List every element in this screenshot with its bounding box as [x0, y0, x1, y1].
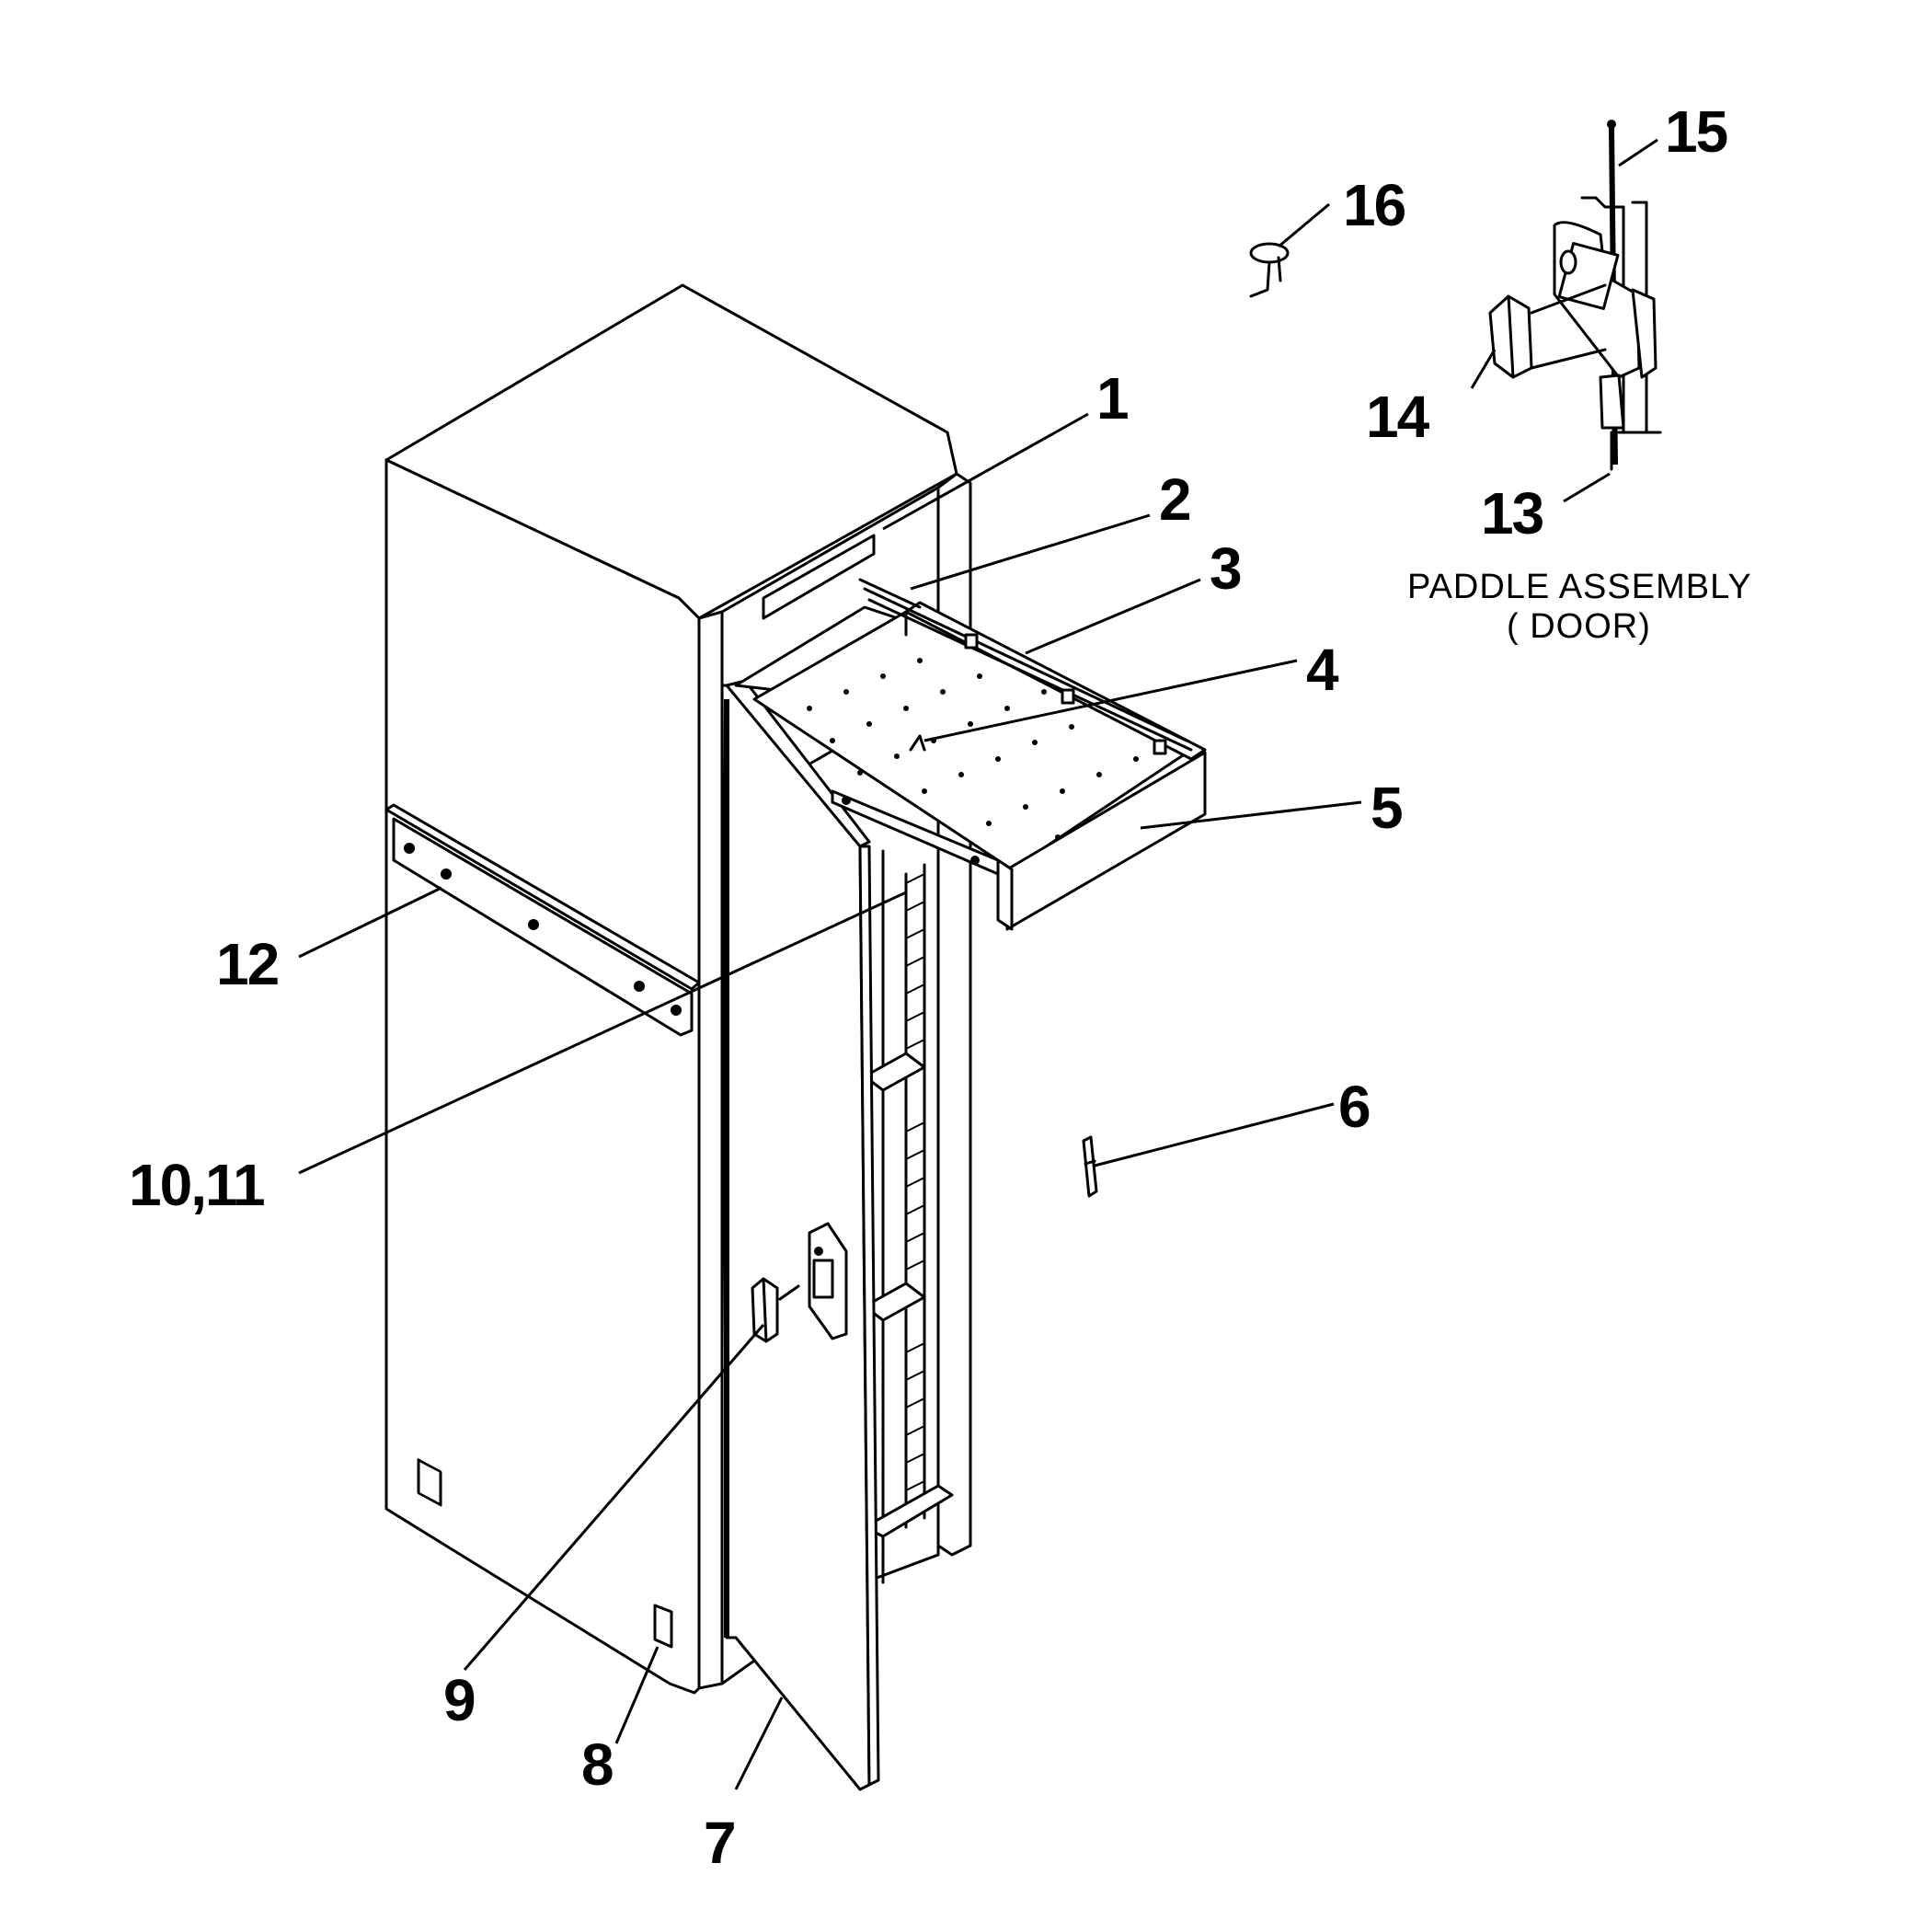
leader-lines	[298, 138, 1658, 1790]
pullout-drawer	[734, 578, 1207, 931]
callout-15: 15	[1665, 98, 1727, 165]
internal-shelf-2	[863, 1282, 926, 1322]
callout-6: 6	[1338, 1074, 1370, 1140]
cabinet-front-post	[697, 610, 724, 1690]
callout-1: 1	[1096, 365, 1128, 431]
callout-13: 13	[1481, 480, 1543, 546]
side-knockout-upper	[417, 1458, 442, 1507]
callout-10-11: 10,11	[129, 1152, 264, 1218]
inset-caption-line1: PADDLE ASSEMBLY	[1407, 568, 1752, 606]
callout-3: 3	[1210, 535, 1241, 602]
side-knockout-lower	[653, 1604, 673, 1649]
callout-9: 9	[443, 1667, 475, 1733]
paddle-assembly-inset	[1488, 120, 1662, 471]
callout-5: 5	[1371, 775, 1402, 841]
callout-8: 8	[581, 1731, 613, 1798]
door-paddle-handle	[808, 1222, 848, 1340]
callout-12: 12	[216, 931, 279, 997]
vent-slot	[762, 534, 876, 620]
cabinet-side	[384, 458, 701, 1695]
rack-rail	[904, 863, 926, 1529]
internal-shelf-1	[863, 1052, 926, 1092]
callout-4: 4	[1306, 637, 1339, 703]
inset-caption-line2: ( DOOR)	[1507, 607, 1651, 646]
callout-labels: 1 2 3 4 5 6 7 8 9 10,11 12 13 14 15 16	[129, 98, 1729, 1876]
loose-bracket-part	[1082, 1135, 1098, 1198]
callout-16: 16	[1343, 172, 1405, 238]
door-panel	[720, 684, 871, 1791]
callout-14: 14	[1366, 384, 1430, 450]
callout-7: 7	[704, 1810, 735, 1876]
latch-part-16	[1249, 242, 1290, 298]
side-bracket	[384, 803, 701, 1037]
cabinet-door	[720, 679, 880, 1791]
callout-2: 2	[1159, 466, 1190, 533]
